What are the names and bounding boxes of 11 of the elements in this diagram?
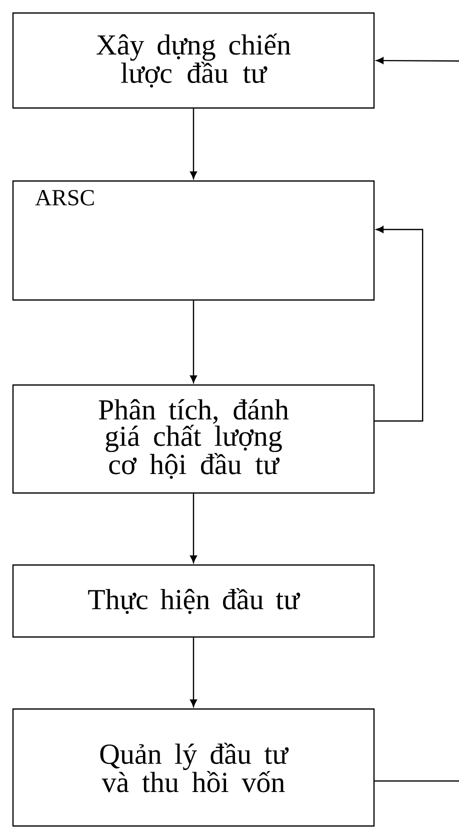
process-box: Xây dựng chiến lược đầu tư — [12, 12, 375, 109]
arrow — [190, 108, 197, 179]
process-box: Quản lý đầu tư và thu hồi vốn — [12, 708, 375, 827]
process-box: ARSC — [12, 180, 375, 301]
arrow — [190, 300, 197, 383]
arrow — [374, 226, 424, 422]
process-box: Phân tích, đánh giá chất lượng cơ hội đầu tư — [12, 384, 375, 494]
arrow — [190, 638, 197, 707]
process-box: Thực hiện đầu tư — [12, 564, 375, 638]
arrow — [190, 494, 197, 563]
arrow — [376, 57, 459, 64]
